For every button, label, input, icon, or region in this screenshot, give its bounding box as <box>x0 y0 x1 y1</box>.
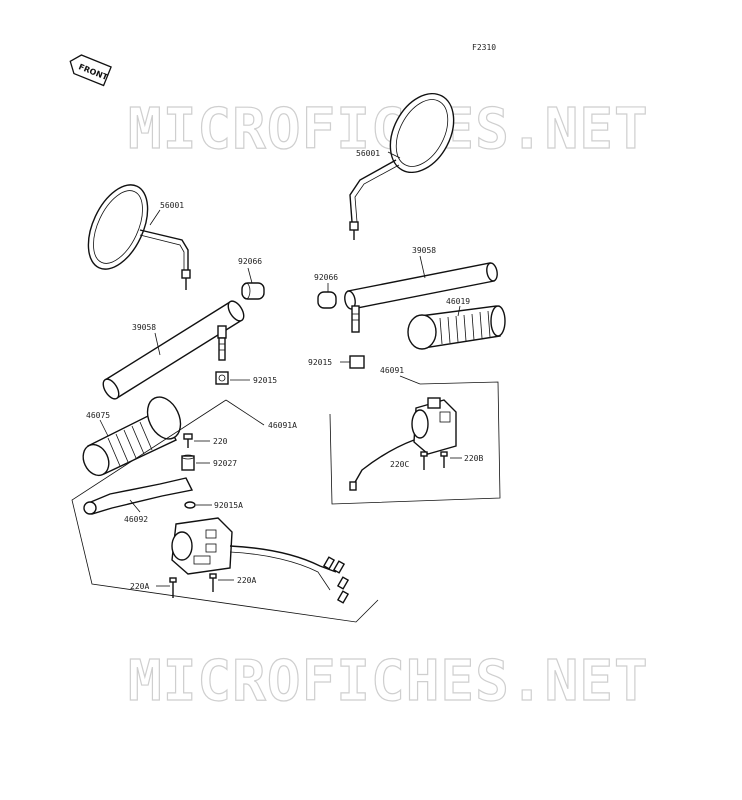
label-46019: 46019 <box>446 297 470 306</box>
cap-right <box>317 291 337 309</box>
assembly-bracket-right <box>329 381 501 505</box>
mirror-right <box>349 92 455 240</box>
label-92027: 92027 <box>213 459 237 468</box>
handlebar-left <box>102 300 245 400</box>
connector-terminals <box>322 556 350 604</box>
screw-220C <box>420 451 428 470</box>
label-220C: 220C <box>390 460 409 469</box>
wire-harness-left <box>229 545 337 573</box>
label-39058-left: 39058 <box>132 323 156 332</box>
wire-right <box>353 439 415 485</box>
screw-220B <box>440 451 448 468</box>
label-46092: 46092 <box>124 515 148 524</box>
watermark-top: MICROFICHES.NET <box>128 97 649 162</box>
nut-right <box>349 355 365 369</box>
nut-92015A <box>184 501 196 509</box>
label-220A-left: 220A <box>130 582 149 591</box>
grip-right <box>407 305 506 350</box>
label-220: 220 <box>213 437 228 446</box>
label-56001-right: 56001 <box>356 149 380 158</box>
cap-left <box>241 282 265 300</box>
handlebar-right <box>344 262 498 333</box>
label-92066-left: 92066 <box>238 257 262 266</box>
collar-92027 <box>181 454 195 471</box>
label-92015A: 92015A <box>214 501 243 510</box>
label-92015-right: 92015 <box>308 358 332 367</box>
screw-220 <box>183 433 193 448</box>
screw-220A-right <box>209 573 217 592</box>
label-92066-right: 92066 <box>314 273 338 282</box>
switch-housing-left <box>171 517 233 575</box>
mirror-left <box>87 184 191 290</box>
screw-220A-left <box>169 577 177 598</box>
watermark-bottom: MICROFICHES.NET <box>128 649 649 714</box>
label-92015-left: 92015 <box>253 376 277 385</box>
grip-left <box>82 396 182 477</box>
figure-code: F2310 <box>472 43 496 52</box>
label-56001-left: 56001 <box>160 201 184 210</box>
front-arrow-icon: FRONT <box>69 54 112 87</box>
label-220B: 220B <box>464 454 483 463</box>
label-46091A: 46091A <box>268 421 297 430</box>
switch-housing-right <box>411 397 457 455</box>
lever-46092 <box>83 477 194 515</box>
label-220A-right: 220A <box>237 576 256 585</box>
nut-left <box>215 371 229 385</box>
label-46075: 46075 <box>86 411 110 420</box>
assembly-bracket-left <box>71 399 379 623</box>
label-46091: 46091 <box>380 366 404 375</box>
label-39058-right: 39058 <box>412 246 436 255</box>
